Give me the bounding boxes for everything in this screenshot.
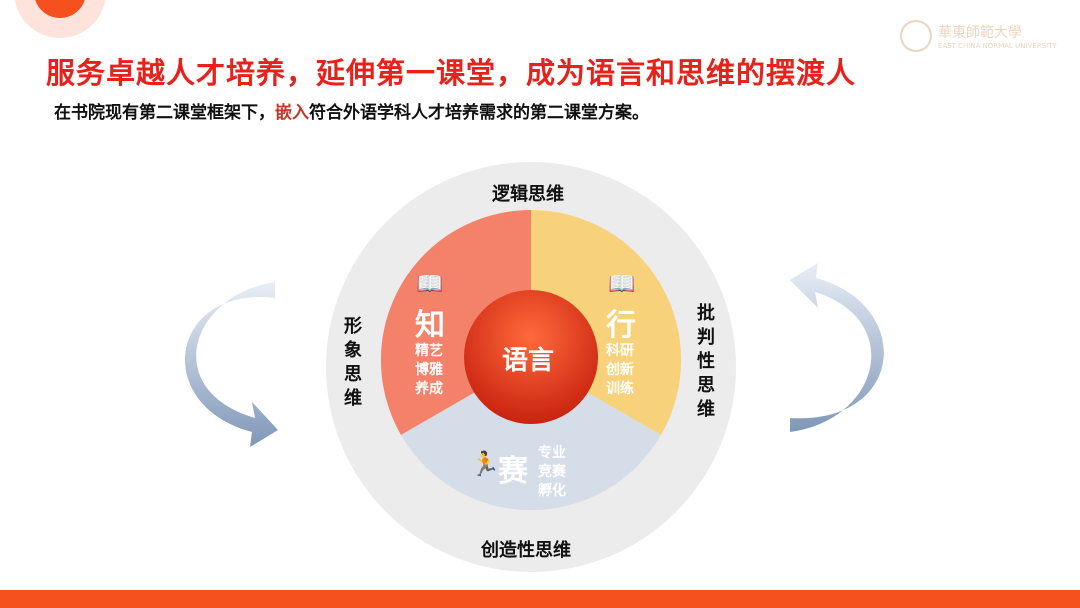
subtitle-text: 在书院现有第二课堂框架下， — [54, 103, 275, 123]
center-circle — [464, 290, 598, 424]
segment-sai-sub: 专业竞赛孵化 — [538, 445, 566, 499]
segment-xing-title: 行 — [606, 308, 636, 343]
book-pen-icon: 📖 — [416, 272, 444, 297]
logo-en: EAST CHINA NORMAL UNIVERSITY — [938, 42, 1057, 50]
slide-title: 服务卓越人才培养，延伸第一课堂，成为语言和思维的摆渡人 — [46, 56, 857, 90]
seal-icon — [900, 20, 932, 52]
label-logic: 逻辑思维 — [492, 184, 564, 205]
segment-sai — [401, 360, 661, 511]
segment-xing-sub: 科研创新训练 — [606, 343, 634, 397]
center-label: 语言 — [502, 346, 555, 376]
corner-ring — [14, 0, 106, 38]
subtitle-highlight: 嵌入 — [275, 103, 309, 123]
bottom-bar — [0, 590, 1080, 608]
segment-zhi-sub: 精艺博雅养成 — [415, 343, 443, 397]
runner-icon: 🏃 — [470, 450, 500, 478]
segment-sai-title: 赛 — [498, 454, 528, 489]
left-cycle-arrow — [185, 282, 278, 447]
right-cycle-arrow — [790, 263, 884, 432]
logo-cn: 華東師範大學 — [938, 25, 1022, 41]
label-image: 形象思维 — [344, 316, 362, 409]
label-critical: 批判性思维 — [697, 303, 715, 420]
segment-zhi-title: 知 — [415, 308, 445, 343]
label-creative: 创造性思维 — [481, 540, 571, 561]
book-search-icon: 📖 — [608, 272, 636, 297]
subtitle-text-2: 符合外语学科人才培养需求的第二课堂方案。 — [309, 103, 649, 123]
corner-dot — [35, 0, 85, 18]
slide-subtitle: 在书院现有第二课堂框架下，嵌入符合外语学科人才培养需求的第二课堂方案。 — [54, 98, 649, 123]
